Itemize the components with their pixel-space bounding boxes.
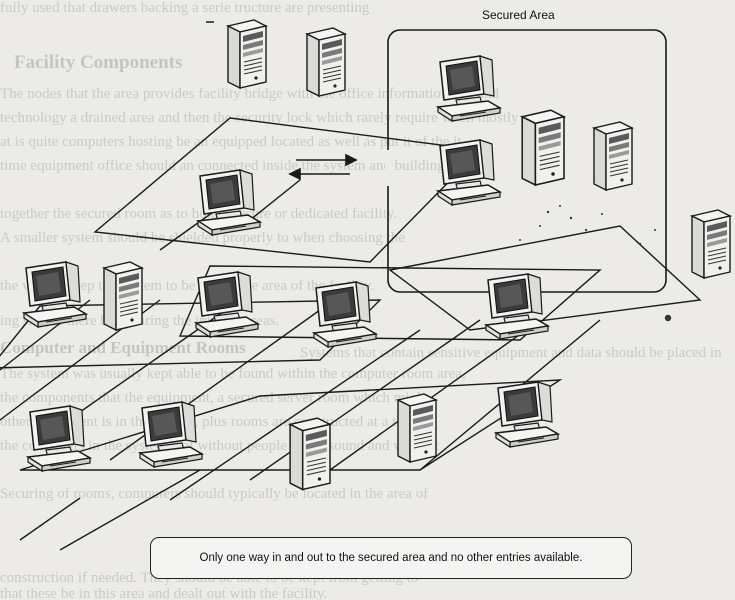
computer-monitor-icon <box>196 272 258 337</box>
server-tower-icon <box>228 20 266 88</box>
network-cable <box>250 320 480 480</box>
computer-monitor-icon <box>140 402 202 467</box>
server-tower-icon <box>290 418 330 489</box>
computer-monitor-icon <box>486 274 548 339</box>
computer-monitor-icon <box>24 262 86 327</box>
server-tower-icon <box>594 122 632 190</box>
entry-exit-arrows <box>290 155 356 179</box>
network-cable <box>250 180 300 220</box>
computer-monitor-icon <box>496 382 558 447</box>
computer-monitor-icon <box>198 170 260 235</box>
server-tower-icon <box>307 28 345 96</box>
server-tower-icon <box>104 262 142 330</box>
network-cable <box>20 498 80 540</box>
secured-area-entry-gap <box>385 150 392 186</box>
computer-monitor-icon <box>314 282 376 347</box>
computer-monitor-icon <box>28 406 90 471</box>
server-tower-icon <box>398 394 436 462</box>
secured-area-label: Secured Area <box>482 8 555 22</box>
server-tower-icon <box>692 210 730 278</box>
computer-monitor-icon <box>438 140 500 205</box>
caption-text: Only one way in and out to the secured a… <box>200 551 583 566</box>
diagram-caption: Only one way in and out to the secured a… <box>150 537 632 579</box>
floor-plane-secured <box>390 226 700 330</box>
server-tower-icon <box>522 110 564 185</box>
computer-monitor-icon <box>438 56 500 121</box>
